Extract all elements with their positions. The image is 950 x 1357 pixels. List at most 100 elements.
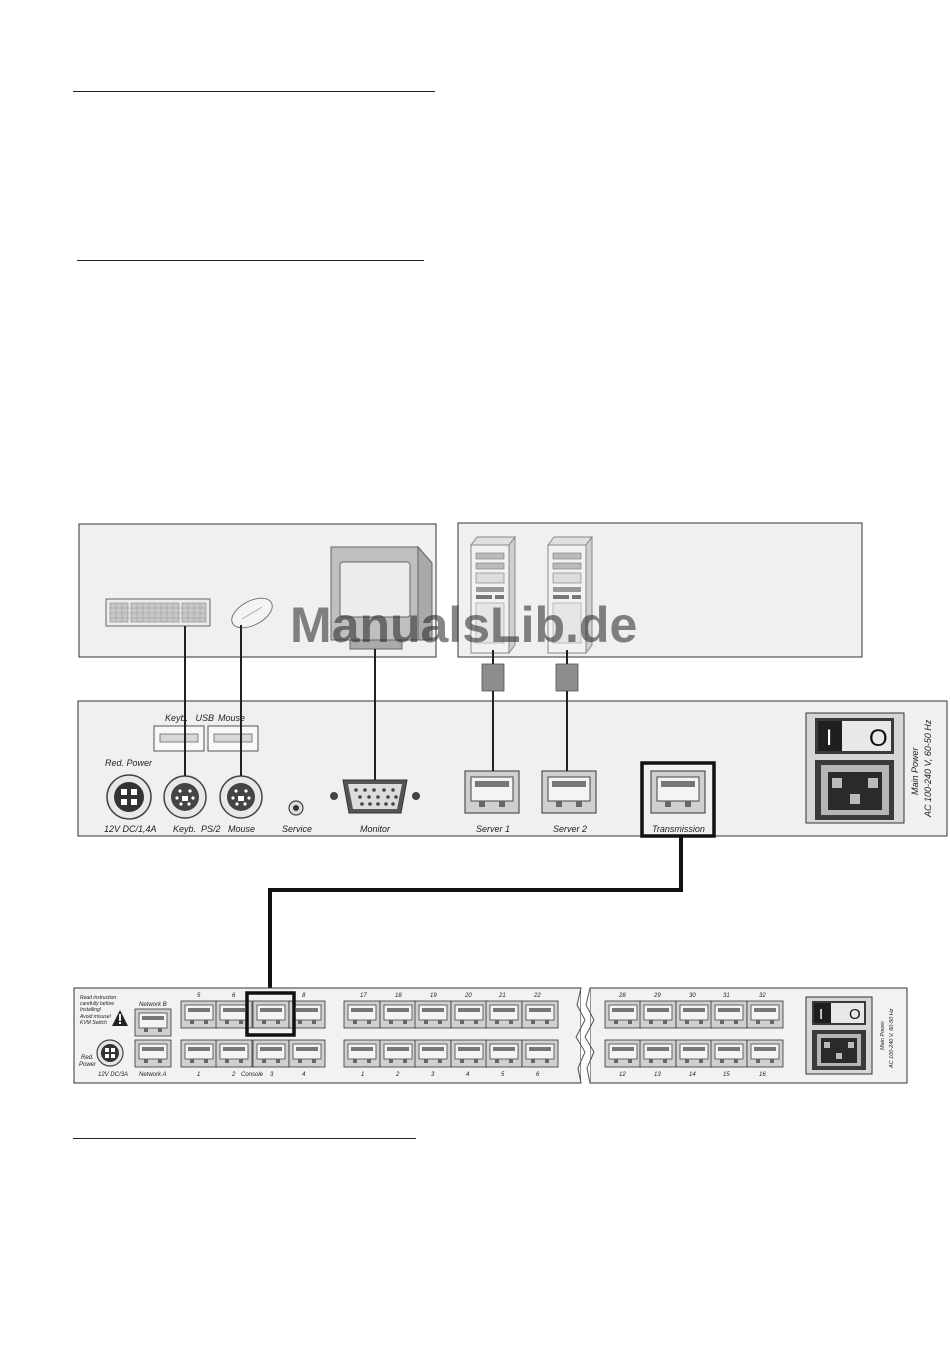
section-rule-2	[77, 260, 424, 261]
console-top-label-4: 8	[302, 993, 306, 999]
transmission-label: Transmission	[652, 824, 705, 834]
monitor-label: Monitor	[360, 824, 391, 834]
cpu-top-label-28: 28	[618, 993, 626, 999]
cpu-bottom-label-16: 16	[759, 1072, 766, 1078]
monitor-vga-port[interactable]	[330, 779, 420, 814]
matrix-red-power-line-1: Red.	[81, 1055, 94, 1061]
network-b-label: Network B	[139, 1002, 167, 1008]
network-b-port[interactable]	[134, 1008, 172, 1037]
matrix-main-power-module: I O	[805, 996, 873, 1075]
red-power-rating: 12V DC/1,4A	[104, 824, 157, 834]
cpu-port-19[interactable]	[414, 1000, 452, 1029]
usb-keyboard-port[interactable]	[153, 725, 205, 752]
console-port-highlight	[245, 991, 296, 1037]
cpu-port-29[interactable]	[639, 1000, 677, 1029]
cpu-bottom-label-5: 5	[501, 1072, 505, 1078]
warning-line-4: Avoid misuse!	[79, 1014, 112, 1020]
section-rule-3	[73, 1138, 416, 1139]
cpu-port-30[interactable]	[675, 1000, 713, 1029]
console-port-4[interactable]	[288, 1039, 326, 1068]
cpu-port-5[interactable]	[485, 1039, 523, 1068]
red-power-connector[interactable]	[106, 774, 152, 820]
watermark: ManualsLib.de	[290, 597, 637, 653]
cpu-port-22[interactable]	[521, 1000, 559, 1029]
console-bottom-label-1: 1	[197, 1072, 200, 1078]
matrix-red-power-rating: 12V DC/3A	[98, 1072, 128, 1078]
cpu-top-label-32: 32	[759, 993, 766, 999]
cpu-port-14[interactable]	[675, 1039, 713, 1068]
cpu-top-label-19: 19	[430, 993, 437, 999]
cpu-port-1[interactable]	[343, 1039, 381, 1068]
cpu-top-label-30: 30	[689, 993, 696, 999]
cpu-port-28[interactable]	[604, 1000, 642, 1029]
cpu-bottom-label-14: 14	[689, 1072, 696, 1078]
warning-icon	[112, 1010, 128, 1026]
power-switch-off-label: O	[869, 725, 888, 752]
console-top-label-2: 6	[232, 993, 236, 999]
cpu-port-17[interactable]	[343, 1000, 381, 1029]
warning-line-1: Read instruction	[80, 995, 116, 1001]
cpu-port-20[interactable]	[450, 1000, 488, 1029]
console-port-3[interactable]	[252, 1039, 290, 1068]
matrix-switch-off-label: O	[849, 1006, 861, 1023]
cpu-port-15[interactable]	[710, 1039, 748, 1068]
usb-mouse-port[interactable]	[207, 725, 259, 752]
matrix-red-power-line-2: Power	[79, 1062, 97, 1068]
server-2-port[interactable]	[541, 770, 597, 814]
cpu-top-label-20: 20	[464, 993, 472, 999]
usb-keyboard-label: Keyb. USB	[165, 713, 214, 723]
cpu-port-32[interactable]	[746, 1000, 784, 1029]
console-port-1[interactable]	[180, 1039, 218, 1068]
cpu-bottom-label-6: 6	[536, 1072, 540, 1078]
warning-line-5: KVM Switch	[80, 1020, 107, 1026]
console-bottom-label-3: 3	[270, 1072, 274, 1078]
cpu-top-label-21: 21	[498, 993, 506, 999]
warning-line-3: Installing!	[80, 1007, 102, 1013]
cpu-port-6[interactable]	[521, 1039, 559, 1068]
cpu-bottom-label-2: 2	[395, 1072, 400, 1078]
console-port-7[interactable]	[252, 1000, 290, 1029]
cpu-bottom-label-4: 4	[466, 1072, 470, 1078]
section-rule-1	[73, 91, 435, 92]
main-power-label: Main Power	[910, 746, 920, 795]
warning-line-2: carefully before	[80, 1001, 114, 1007]
cpu-port-12[interactable]	[604, 1039, 642, 1068]
cpu-top-label-31: 31	[723, 993, 730, 999]
cpu-port-21[interactable]	[485, 1000, 523, 1029]
cpu-top-label-17: 17	[360, 993, 367, 999]
service-label: Service	[282, 824, 312, 834]
ps2-keyboard-port[interactable]	[163, 775, 207, 819]
matrix-red-power-connector[interactable]	[96, 1039, 124, 1067]
server-1-adapter	[481, 663, 505, 692]
red-power-label: Red. Power	[105, 758, 153, 768]
transmission-highlight	[640, 761, 716, 838]
kvm-extender-unit	[77, 700, 948, 837]
cpu-port-16[interactable]	[746, 1039, 784, 1068]
console-label: Console	[241, 1072, 264, 1078]
matrix-switch-on-label: I	[819, 1006, 823, 1023]
matrix-main-power-rating: AC 100-240 V, 60-50 Hz	[889, 1008, 895, 1069]
ps2-keyboard-label: Keyb. PS/2	[173, 824, 221, 834]
service-port[interactable]	[288, 800, 304, 816]
cpu-port-31[interactable]	[710, 1000, 748, 1029]
cpu-port-13[interactable]	[639, 1039, 677, 1068]
console-port-2[interactable]	[215, 1039, 253, 1068]
monitor-icon	[330, 545, 433, 650]
cpu-bottom-label-3: 3	[431, 1072, 435, 1078]
cpu-bottom-label-13: 13	[654, 1072, 661, 1078]
cpu-port-18[interactable]	[379, 1000, 417, 1029]
usb-mouse-label: Mouse	[218, 713, 245, 723]
network-a-port[interactable]	[134, 1039, 172, 1068]
transmission-port[interactable]	[650, 770, 706, 814]
ps2-mouse-port[interactable]	[219, 775, 263, 819]
cpu-port-4[interactable]	[450, 1039, 488, 1068]
main-power-rating: AC 100-240 V, 60-50 Hz	[923, 719, 933, 818]
transmission-cable	[268, 836, 683, 994]
cpu-port-2[interactable]	[379, 1039, 417, 1068]
cpu-top-label-22: 22	[533, 993, 541, 999]
console-port-5[interactable]	[180, 1000, 218, 1029]
server-1-port[interactable]	[464, 770, 520, 814]
cpu-port-3[interactable]	[414, 1039, 452, 1068]
cpu-bottom-label-15: 15	[723, 1072, 730, 1078]
